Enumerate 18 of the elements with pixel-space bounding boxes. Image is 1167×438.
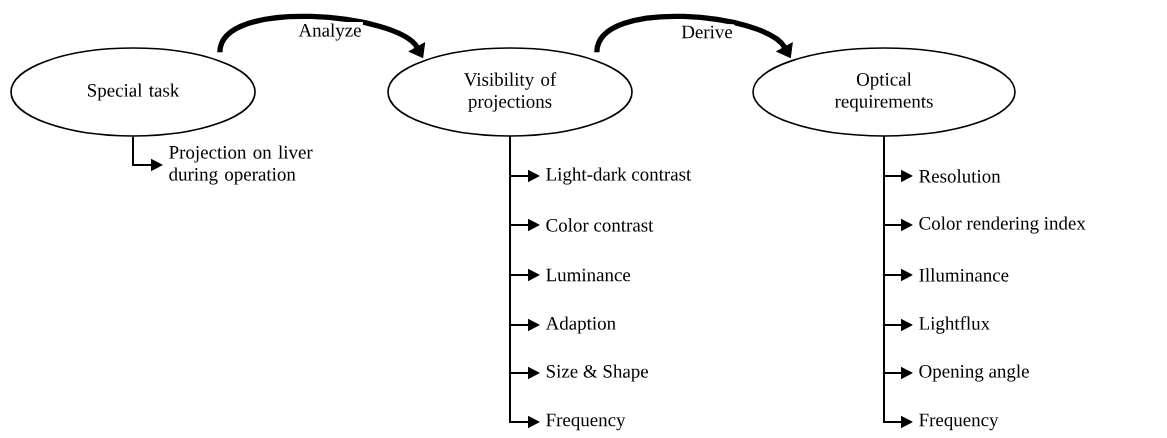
ellipse-node: Special task — [10, 47, 256, 137]
item-label: Frequency — [546, 413, 626, 431]
item-label: Size & Shape — [546, 364, 648, 382]
item-label: Color contrast — [546, 218, 654, 232]
edge-label: Derive — [679, 24, 735, 40]
item-label: Projection on liver during operation — [169, 145, 313, 185]
item-label: Adaption — [545, 316, 616, 334]
ellipse-node: Visibility of projections — [387, 47, 633, 137]
ellipse-node: Optical requirements — [752, 47, 1016, 137]
item-label: Luminance — [546, 268, 631, 282]
item-label: Frequency — [919, 413, 999, 431]
item-label: Lightflux — [919, 316, 990, 334]
item-label: Light-dark contrast — [546, 167, 692, 185]
edge-label: Analyze — [297, 22, 363, 42]
item-label: Illuminance — [919, 268, 1009, 282]
item-label: Opening angle — [919, 364, 1029, 382]
item-label: Resolution — [919, 169, 1001, 183]
item-label: Color rendering index — [919, 216, 1086, 234]
